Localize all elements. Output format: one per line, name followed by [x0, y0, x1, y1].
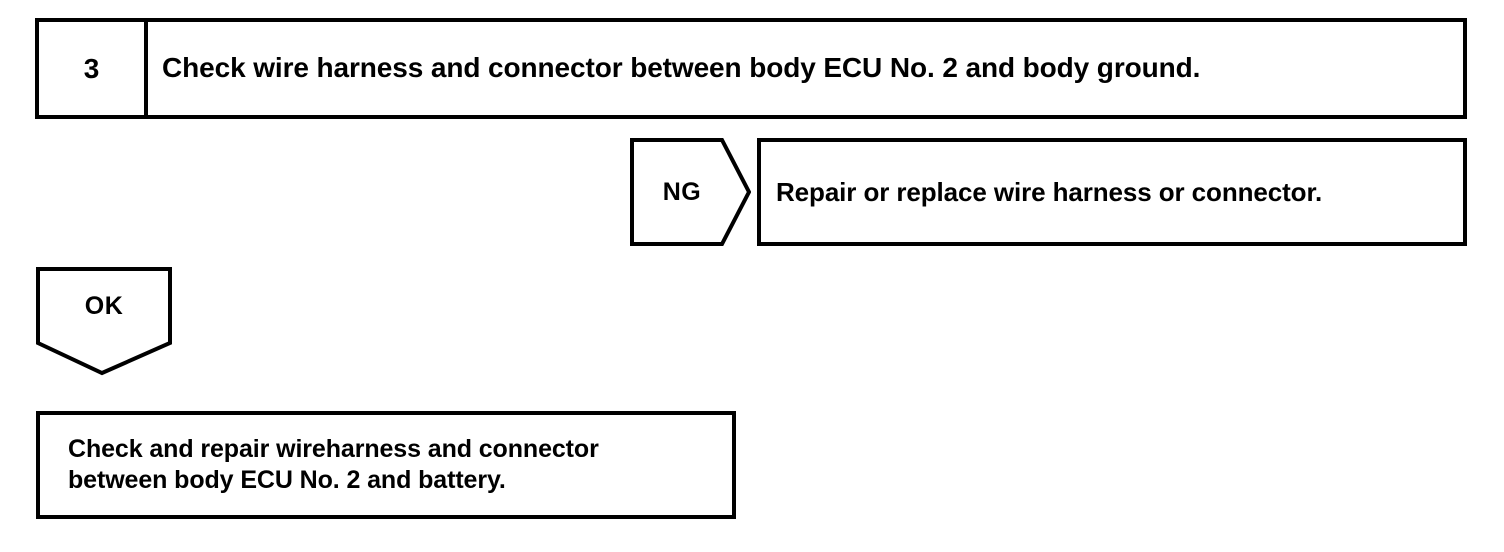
step-instruction-cell: Check wire harness and connector between… — [148, 22, 1463, 115]
step-row: 3 Check wire harness and connector betwe… — [35, 18, 1467, 119]
ok-branch-label: OK — [84, 291, 124, 320]
ng-chevron-icon — [630, 138, 751, 246]
ng-action-box: Repair or replace wire harness or connec… — [757, 138, 1467, 246]
ok-result-box: Check and repair wireharness and connect… — [36, 411, 736, 519]
ng-branch-tag: NG — [630, 138, 751, 246]
ng-branch-label: NG — [662, 177, 702, 206]
ok-result-line-1: Check and repair wireharness and connect… — [68, 435, 599, 463]
ng-action-text: Repair or replace wire harness or connec… — [776, 176, 1323, 207]
ok-branch-tag: OK — [36, 267, 172, 376]
ok-pentagon-icon — [36, 267, 172, 376]
step-instruction-text: Check wire harness and connector between… — [162, 52, 1201, 84]
step-number-cell: 3 — [39, 22, 148, 115]
ok-result-line-2: between body ECU No. 2 and battery. — [68, 466, 506, 494]
step-number: 3 — [83, 52, 100, 84]
